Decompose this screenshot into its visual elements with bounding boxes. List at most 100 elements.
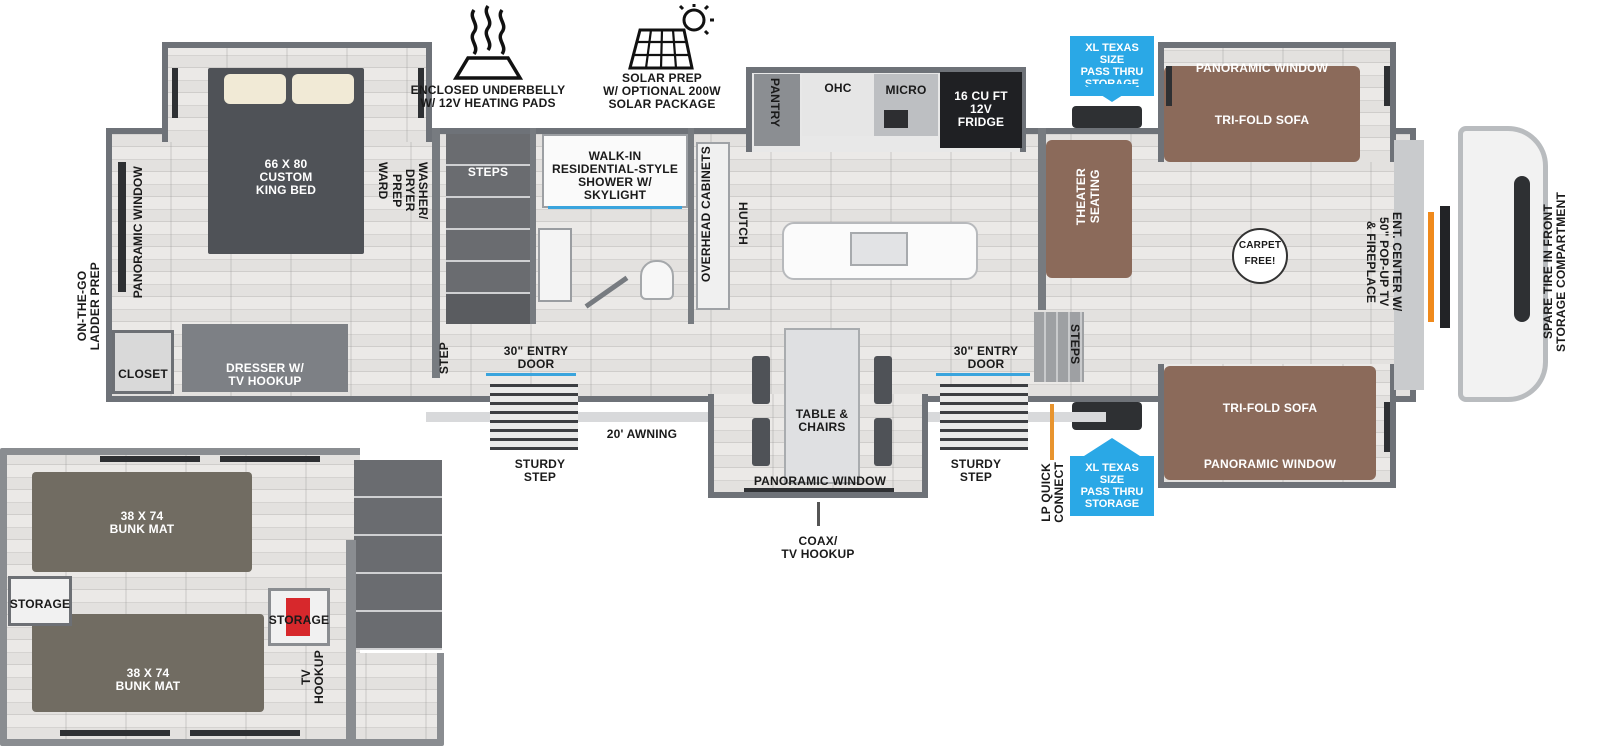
chair-1: [752, 356, 770, 404]
ward-label: WARD: [376, 162, 390, 200]
chair-4: [874, 418, 892, 466]
left-panoramic-window: [118, 162, 126, 292]
micro-label: MICRO: [885, 83, 927, 97]
ent-center: [1394, 140, 1424, 390]
upper-steps: [446, 134, 530, 324]
tri-fold-sofa-bottom-label: TRI-FOLD SOFA: [1222, 401, 1318, 415]
upper-steps-label: STEPS: [467, 165, 509, 179]
solar-panel-icon: [628, 4, 714, 70]
ohc-cabinet: [802, 74, 874, 136]
pantry: [754, 74, 800, 146]
panoramic-window-bottom-label: PANORAMIC WINDOW: [1203, 457, 1337, 471]
toilet: [640, 260, 674, 300]
bath-sink: [538, 228, 572, 302]
loft-window-bottom-2: [190, 730, 300, 736]
fireplace: [1428, 212, 1434, 322]
storage-left: [8, 576, 72, 626]
step-small-label: STEP: [437, 342, 451, 375]
pass-thru-storage-top: [1072, 106, 1142, 128]
panoramic-window-top-label: PANORAMIC WINDOW: [1195, 61, 1329, 75]
carpet-free-icon: [1232, 228, 1288, 284]
loft-stairs: [354, 460, 442, 650]
loft-window-top-2: [220, 456, 320, 462]
loft-wall-right: [346, 540, 356, 746]
microwave-door: [884, 110, 908, 128]
sofa-top-window-right: [1384, 66, 1390, 106]
bedroom-wall: [432, 128, 440, 378]
shower: [542, 134, 688, 208]
bedroom-window-right: [418, 68, 424, 118]
bunk-mat-top: [32, 472, 252, 572]
coax-line: [817, 502, 820, 526]
loft-window-bottom-1: [60, 730, 170, 736]
heat-icon: [452, 4, 524, 80]
closet-label: CLOSET: [118, 367, 168, 381]
loft-window-top-1: [100, 456, 200, 462]
chair-2: [752, 418, 770, 466]
overhead-cabinets-label: OVERHEAD CABINETS: [699, 146, 713, 283]
tri-fold-sofa-top: [1164, 66, 1360, 162]
sturdy-step-right: [940, 384, 1028, 450]
dining-window-label: PANORAMIC WINDOW: [753, 474, 887, 488]
dining-table: [784, 328, 860, 484]
dresser: [182, 324, 348, 392]
bath-wall: [530, 128, 536, 324]
pillow-left: [224, 74, 286, 104]
tri-fold-sofa-top-label: TRI-FOLD SOFA: [1214, 113, 1310, 127]
entry-door-right-marker: [936, 373, 1030, 376]
ohc-label: OHC: [824, 81, 852, 95]
bath-wall-right: [688, 128, 694, 324]
ent-center-label: ENT. CENTER W/50" POP-UP TV& FIREPLACE: [1364, 212, 1404, 312]
awning-label: 20' AWNING: [606, 427, 678, 441]
pop-up-tv: [1440, 206, 1450, 328]
front-cap-window: [1514, 176, 1530, 322]
coax-label: COAX/TV HOOKUP: [781, 534, 855, 561]
storage-right-red: [286, 598, 310, 636]
sturdy-step-left: [490, 384, 578, 450]
chair-3: [874, 356, 892, 404]
lp-hose: [1050, 404, 1054, 460]
arrow-up-icon: [1084, 438, 1140, 456]
dresser-label: DRESSER W/TV HOOKUP: [225, 361, 304, 388]
fridge: [940, 72, 1022, 148]
left-panoramic-window-label: PANORAMIC WINDOW: [131, 166, 145, 299]
front-cap: [1458, 126, 1548, 402]
overhead-cabinets: [696, 142, 730, 310]
hutch-label: HUTCH: [736, 202, 750, 245]
sofa-top-window-left: [1166, 66, 1172, 106]
tri-fold-sofa-bottom: [1164, 366, 1376, 480]
theater-seating: [1046, 140, 1132, 278]
pillow-right: [292, 74, 354, 104]
table-chairs-label: TABLE &CHAIRS: [795, 407, 849, 434]
skylight-line: [548, 206, 682, 209]
sofa-bottom-window-right: [1384, 402, 1390, 452]
entry-door-left-marker: [486, 373, 576, 376]
front-steps: [1034, 312, 1084, 382]
arrow-down-icon: [1084, 84, 1140, 102]
front-steps-label: STEPS: [1068, 324, 1082, 365]
dining-window: [744, 488, 894, 492]
storage-right-label: STORAGE: [268, 613, 330, 627]
kitchen-sink: [850, 232, 908, 266]
bedroom-window-left: [172, 68, 178, 118]
storage-left-label: STORAGE: [9, 597, 71, 611]
